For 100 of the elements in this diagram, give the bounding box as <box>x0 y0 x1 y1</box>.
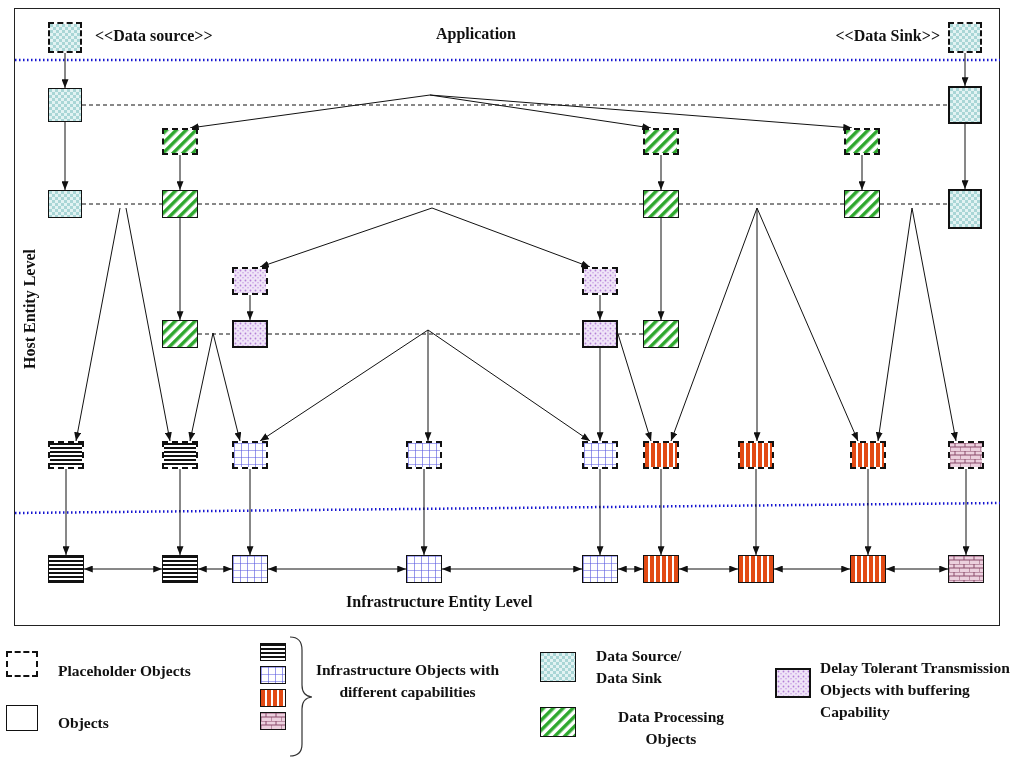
placeholder-object <box>582 267 618 295</box>
object-block <box>850 555 886 583</box>
arrow <box>441 565 583 573</box>
arrow <box>657 468 665 556</box>
arrow <box>858 154 866 191</box>
placeholder-object <box>738 441 774 469</box>
dashed-connector <box>267 333 583 335</box>
arrow <box>756 207 859 442</box>
arrow <box>670 207 758 442</box>
arrow <box>197 565 233 573</box>
object-block <box>48 555 84 583</box>
placeholder-object <box>850 441 886 469</box>
node-caption: <<Data Sink>> <box>835 27 940 45</box>
arrow <box>420 468 428 556</box>
dashed-connector <box>617 333 644 335</box>
arrow <box>246 294 254 321</box>
object-block <box>844 190 880 218</box>
object-block <box>406 555 442 583</box>
placeholder-object <box>232 267 268 295</box>
arrow <box>962 468 970 556</box>
arrow <box>61 52 69 89</box>
legend-text: Infrastructure Objects with different capabilities <box>314 660 501 702</box>
arrow <box>61 121 69 191</box>
object-block <box>948 555 984 583</box>
arrow <box>246 468 254 556</box>
arrow <box>212 332 242 442</box>
object-block <box>582 555 618 583</box>
legend-text: Objects <box>58 713 110 733</box>
arrow <box>773 565 851 573</box>
dashed-connector <box>81 203 163 205</box>
legend-text: Delay Tolerant Transmission Objects with buffering Capability <box>820 658 1010 722</box>
object-block <box>738 555 774 583</box>
object-block <box>643 555 679 583</box>
placeholder-object <box>844 128 880 155</box>
arrow <box>429 94 853 131</box>
arrow <box>74 207 121 442</box>
arrow <box>752 468 760 556</box>
object-block <box>162 320 198 348</box>
node-caption: <<Data source>> <box>95 27 213 45</box>
arrow <box>427 329 591 442</box>
arrow <box>83 565 163 573</box>
arrow <box>259 329 429 442</box>
arrow <box>189 94 431 131</box>
arrow <box>596 294 604 321</box>
arrow <box>176 468 184 556</box>
arrow <box>188 332 214 442</box>
arrow <box>596 347 604 442</box>
placeholder-object <box>162 441 198 469</box>
object-block <box>232 320 268 348</box>
dashed-connector <box>197 333 233 335</box>
legend-text: Placeholder Objects <box>58 661 192 681</box>
arrow <box>911 207 958 442</box>
placeholder-object <box>48 22 82 53</box>
placeholder-object <box>406 441 442 469</box>
object-block <box>232 555 268 583</box>
arrow <box>753 207 761 442</box>
legend-text: Data Processing Objects <box>616 707 726 749</box>
dashed-connector <box>81 104 949 106</box>
arrow <box>864 468 872 556</box>
arrow <box>961 123 969 190</box>
placeholder-object <box>162 128 198 155</box>
arrow <box>657 217 665 321</box>
arrow <box>885 565 949 573</box>
heading-label: Application <box>436 25 516 43</box>
arrow <box>657 154 665 191</box>
placeholder-object <box>643 441 679 469</box>
object-block <box>582 320 618 348</box>
object-block <box>48 190 82 218</box>
arrow <box>875 207 913 442</box>
heading-label: Infrastructure Entity Level <box>346 593 533 611</box>
level-label: Host Entity Level <box>21 249 39 369</box>
object-block <box>162 555 198 583</box>
placeholder-object <box>48 441 84 469</box>
legend-text: Data Source/ Data Sink <box>596 646 683 688</box>
object-block <box>948 86 982 124</box>
placeholder-object <box>232 441 268 469</box>
arrow <box>267 565 407 573</box>
arrow <box>259 207 433 268</box>
arrow <box>62 468 70 556</box>
placeholder-object <box>643 128 679 155</box>
arrow <box>617 565 644 573</box>
dashed-connector <box>197 203 644 205</box>
placeholder-object <box>948 441 984 469</box>
arrow <box>176 217 184 321</box>
arrow <box>424 329 432 442</box>
dashed-connector <box>678 203 845 205</box>
arrow <box>431 207 591 268</box>
object-block <box>643 190 679 218</box>
object-block <box>643 320 679 348</box>
arrow <box>961 52 969 87</box>
arrow <box>678 565 739 573</box>
arrow <box>596 468 604 556</box>
placeholder-object <box>582 441 618 469</box>
arrow <box>176 154 184 191</box>
dashed-connector <box>879 203 949 205</box>
object-block <box>162 190 198 218</box>
placeholder-object <box>948 22 982 53</box>
arrow <box>125 207 172 442</box>
object-block <box>48 88 82 122</box>
object-block <box>948 189 982 229</box>
